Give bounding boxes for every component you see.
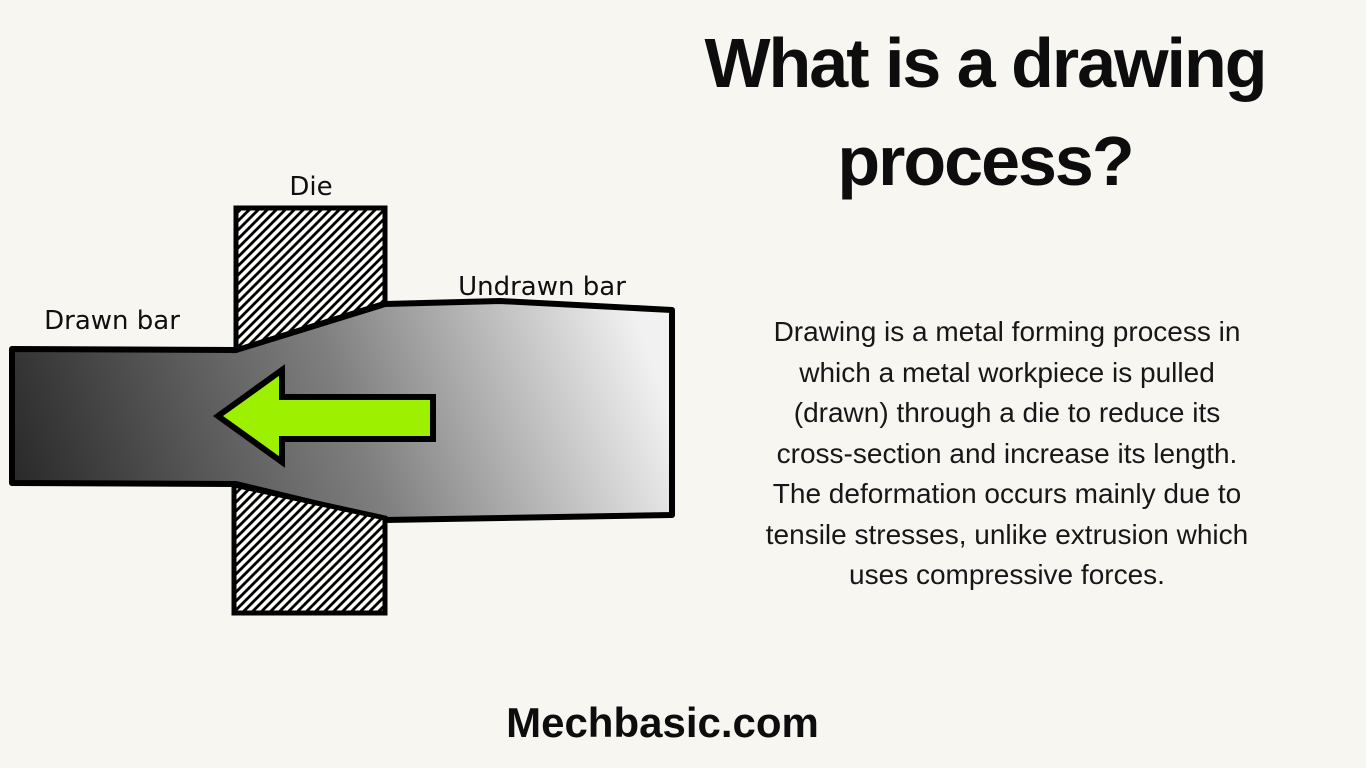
description-line: The deformation occurs mainly due to [772, 478, 1242, 509]
description-line: which a metal workpiece is pulled [799, 356, 1215, 388]
page-title-line-2: process? [837, 122, 1134, 200]
description-line: uses compressive forces. [849, 559, 1165, 590]
site-name: Mechbasic.com [506, 699, 819, 746]
page-title: What is a drawing process? [640, 14, 1330, 210]
page-title-line-1: What is a drawing [704, 24, 1267, 102]
description-line: tensile stresses, unlike extrusion which [765, 518, 1249, 550]
die-top-block [233, 205, 388, 354]
description-line: Drawing is a metal forming process in [773, 316, 1241, 347]
die-label: Die [289, 172, 333, 202]
undrawn-bar-label: Undrawn bar [458, 272, 626, 302]
pull-direction-arrow-icon [212, 364, 436, 468]
description-line: (drawn) through a die to reduce its [793, 397, 1221, 428]
drawn-bar-label: Drawn bar [44, 306, 180, 336]
die-bottom-block [231, 481, 388, 616]
description-paragraph: Drawing is a metal forming process in wh… [696, 312, 1318, 596]
description-line: cross-section and increase its length. [776, 437, 1238, 469]
drawing-process-diagram [9, 205, 675, 616]
